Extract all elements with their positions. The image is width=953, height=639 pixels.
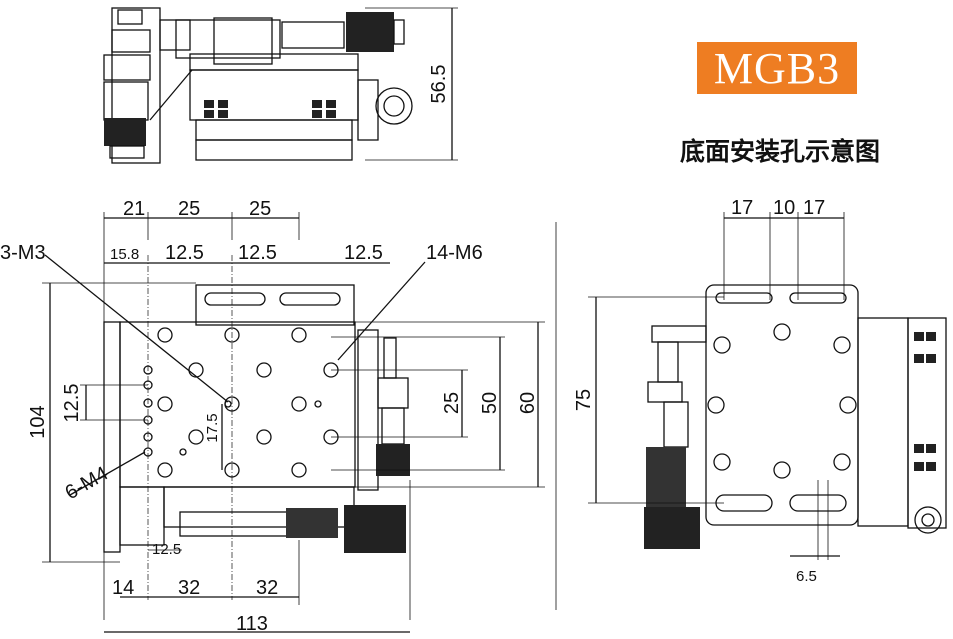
dim-14: 14 bbox=[112, 577, 134, 599]
dim-bottom-12-5: 12.5 bbox=[152, 541, 181, 558]
dim-bv-17-a: 17 bbox=[731, 197, 753, 219]
dim-32-b: 32 bbox=[256, 577, 278, 599]
side-view: 56.5 bbox=[103, 7, 458, 164]
plan-view: 21 25 25 15.8 12.5 12.5 12.5 3-M3 14-M6 … bbox=[0, 198, 545, 635]
model-badge: MGB3 bbox=[697, 42, 857, 94]
dim-bv-75: 75 bbox=[573, 389, 595, 411]
bottom-view-caption: 底面安装孔示意图 bbox=[680, 137, 881, 166]
dim-25-vertical: 25 bbox=[441, 392, 463, 414]
dim-15-8: 15.8 bbox=[110, 246, 139, 263]
dim-bv-17-b: 17 bbox=[803, 197, 825, 219]
dim-left-12-5: 12.5 bbox=[61, 384, 83, 423]
label-3-m3: 3-M3 bbox=[0, 242, 46, 264]
dim-12-5-b: 12.5 bbox=[238, 242, 277, 264]
dim-bv-6-5: 6.5 bbox=[796, 568, 817, 585]
dim-113: 113 bbox=[236, 613, 268, 635]
dim-17-5: 17.5 bbox=[204, 413, 221, 442]
dim-12-5-a: 12.5 bbox=[165, 242, 204, 264]
dim-104: 104 bbox=[27, 405, 49, 438]
dim-25-b: 25 bbox=[249, 198, 271, 220]
bottom-view: 17 10 17 75 6.5 bbox=[573, 197, 947, 585]
dim-bv-10: 10 bbox=[773, 197, 795, 219]
dim-12-5-c: 12.5 bbox=[344, 242, 383, 264]
dim-top-height: 56.5 bbox=[428, 65, 450, 104]
dim-60-vertical: 60 bbox=[517, 392, 539, 414]
dim-21: 21 bbox=[123, 198, 145, 220]
dim-25-a: 25 bbox=[178, 198, 200, 220]
dim-32-a: 32 bbox=[178, 577, 200, 599]
label-14-m6: 14-M6 bbox=[426, 242, 483, 264]
dim-50-vertical: 50 bbox=[479, 392, 501, 414]
